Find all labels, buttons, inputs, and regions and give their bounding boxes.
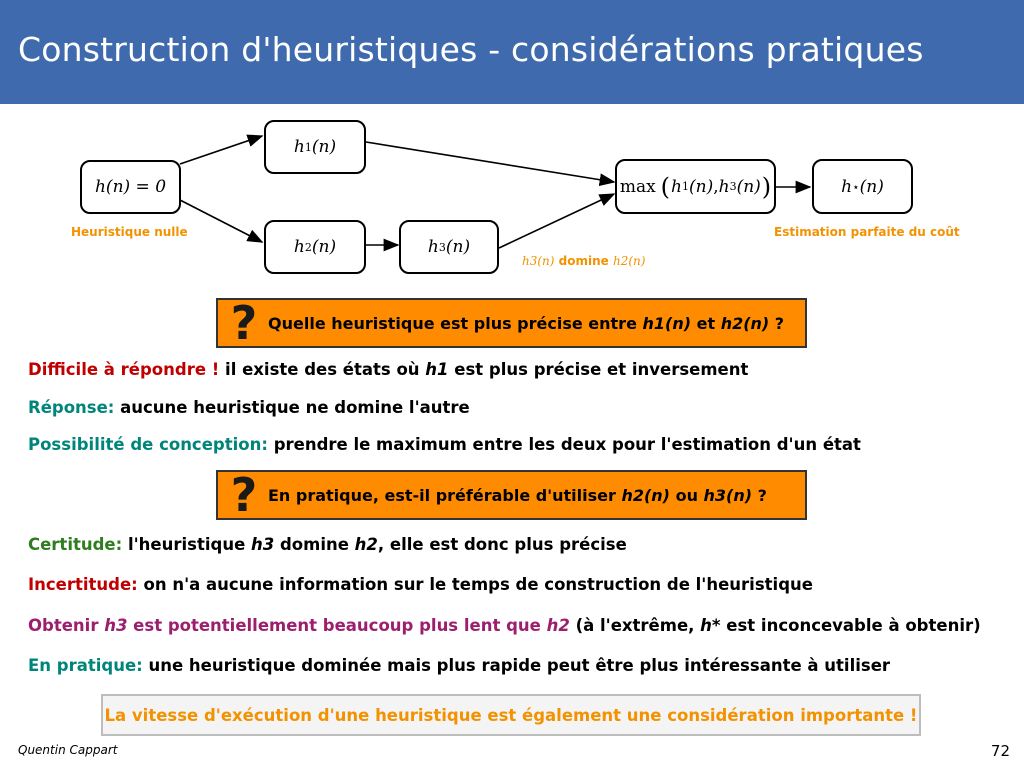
line-certitude-t3: , elle est donc plus précise bbox=[377, 535, 627, 554]
node-h-zero-label: h(n) = 0 bbox=[94, 177, 167, 197]
line-certitude-t2: domine bbox=[274, 535, 355, 554]
line-obtenir: Obtenir h3 est potentiellement beaucoup … bbox=[28, 616, 981, 635]
question-box-2: ? En pratique, est-il préférable d'utili… bbox=[216, 470, 807, 520]
q1-h1: h1(n) bbox=[642, 313, 692, 333]
line-obtenir-c: (à l'extrême, bbox=[569, 616, 701, 635]
node-h1-func: h bbox=[293, 137, 305, 157]
node-max-bsub: 3 bbox=[729, 180, 737, 193]
node-h1-sub: 1 bbox=[304, 140, 312, 154]
line-certitude: Certitude: l'heuristique h3 domine h2, e… bbox=[28, 535, 627, 554]
line-certitude-em2: h2 bbox=[354, 535, 378, 554]
q2-part1: En pratique, est-il préférable d'utilise… bbox=[268, 485, 622, 505]
q1-end: ? bbox=[769, 313, 785, 333]
node-h1-arg: (n) bbox=[311, 137, 337, 157]
node-h-star-arg: (n) bbox=[859, 176, 884, 197]
q1-part1: Quelle heuristique est plus précise entr… bbox=[268, 313, 643, 333]
node-h2-arg: (n) bbox=[311, 237, 337, 257]
node-max-a: h bbox=[671, 176, 682, 197]
slide-header: Construction d'heuristiques - considérat… bbox=[0, 0, 1024, 104]
node-max-paren-close: ) bbox=[761, 172, 772, 201]
arrow-h0-h1 bbox=[179, 134, 264, 165]
line-incertitude: Incertitude: on n'a aucune information s… bbox=[28, 575, 813, 594]
q2-end: ? bbox=[752, 485, 767, 505]
node-h2-func: h bbox=[293, 237, 305, 257]
note-dom-word: domine bbox=[558, 254, 609, 268]
note-h3-domine-h2: h3(n) domine h2(n) bbox=[522, 254, 645, 268]
line-conception-text: prendre le maximum entre les deux pour l… bbox=[267, 435, 861, 454]
footer-author: Quentin Cappart bbox=[18, 743, 118, 757]
line-difficile-t2: est plus précise et inversement bbox=[448, 360, 749, 379]
arrow-h1-max bbox=[365, 141, 616, 187]
q2-h3: h3(n) bbox=[703, 485, 753, 505]
node-max-comma: , bbox=[713, 176, 719, 197]
node-max-arg-b: (n) bbox=[736, 176, 761, 197]
line-obtenir-em2: h2 bbox=[546, 616, 570, 635]
line-obtenir-d: est inconcevable à obtenir) bbox=[720, 616, 981, 635]
node-h3-arg: (n) bbox=[445, 237, 471, 257]
arrow-h0-h2 bbox=[179, 199, 264, 243]
line-reponse-text: aucune heuristique ne domine l'autre bbox=[114, 398, 470, 417]
line-certitude-t1: l'heuristique bbox=[122, 535, 252, 554]
note-estimation-parfaite: Estimation parfaite du coût bbox=[774, 225, 960, 239]
line-certitude-em1: h3 bbox=[251, 535, 275, 554]
conclusion-box: La vitesse d'exécution d'une heuristique… bbox=[101, 694, 921, 736]
line-difficile-t1: il existe des états où bbox=[219, 360, 426, 379]
diagram-arrows bbox=[179, 134, 812, 252]
line-conception-label: Possibilité de conception: bbox=[28, 435, 268, 454]
node-max-b: h bbox=[718, 176, 730, 197]
question-mark-icon: ? bbox=[230, 296, 258, 350]
question-2-text: En pratique, est-il préférable d'utilise… bbox=[268, 486, 767, 505]
line-certitude-label: Certitude: bbox=[28, 535, 123, 554]
node-h-star-sup: ⋆ bbox=[852, 179, 860, 194]
conclusion-text: La vitesse d'exécution d'une heuristique… bbox=[104, 705, 918, 725]
q2-ou: ou bbox=[670, 485, 704, 505]
line-reponse-label: Réponse: bbox=[28, 398, 115, 417]
line-conception: Possibilité de conception: prendre le ma… bbox=[28, 435, 861, 454]
question-box-1: ? Quelle heuristique est plus précise en… bbox=[216, 298, 807, 348]
arrow-h3-max bbox=[498, 193, 616, 249]
line-difficile-label: Difficile à répondre ! bbox=[28, 360, 220, 379]
note-heuristique-nulle: Heuristique nulle bbox=[71, 225, 188, 239]
node-max-asub: 1 bbox=[682, 180, 689, 193]
q1-et: et bbox=[691, 313, 721, 333]
line-obtenir-em3: h* bbox=[700, 616, 721, 635]
line-incertitude-label: Incertitude: bbox=[28, 575, 138, 594]
node-h-star-func: h bbox=[841, 176, 853, 197]
note-dom-h3: h3(n) bbox=[522, 254, 555, 268]
node-h3-func: h bbox=[427, 237, 439, 257]
question-mark-icon: ? bbox=[230, 468, 258, 522]
node-max-arg-a: (n) bbox=[689, 176, 714, 197]
line-difficile-em: h1 bbox=[425, 360, 449, 379]
line-obtenir-a: Obtenir bbox=[28, 616, 105, 635]
q2-h2: h2(n) bbox=[621, 485, 670, 505]
line-en-pratique-label: En pratique: bbox=[28, 656, 143, 675]
node-h2-sub: 2 bbox=[304, 240, 312, 254]
page-number: 72 bbox=[990, 742, 1010, 760]
question-1-text: Quelle heuristique est plus précise entr… bbox=[268, 314, 784, 333]
line-en-pratique-text: une heuristique dominée mais plus rapide… bbox=[142, 656, 891, 675]
node-max-op: max bbox=[619, 176, 656, 197]
line-obtenir-em1: h3 bbox=[104, 616, 128, 635]
note-dom-h2: h2(n) bbox=[612, 254, 646, 268]
node-h-star: h⋆(n) bbox=[812, 159, 913, 214]
node-h3-sub: 3 bbox=[438, 240, 446, 254]
slide-title: Construction d'heuristiques - considérat… bbox=[18, 30, 924, 69]
node-max-paren-open: ( bbox=[660, 172, 671, 201]
node-h-zero: h(n) = 0 bbox=[80, 160, 181, 214]
line-difficile: Difficile à répondre ! il existe des éta… bbox=[28, 360, 748, 379]
q1-h2: h2(n) bbox=[720, 313, 770, 333]
line-obtenir-b: est potentiellement beaucoup plus lent q… bbox=[127, 616, 547, 635]
line-obtenir-purple: Obtenir h3 est potentiellement beaucoup … bbox=[28, 616, 570, 635]
line-en-pratique: En pratique: une heuristique dominée mai… bbox=[28, 656, 890, 675]
line-incertitude-text: on n'a aucune information sur le temps d… bbox=[137, 575, 813, 594]
line-reponse: Réponse: aucune heuristique ne domine l'… bbox=[28, 398, 470, 417]
